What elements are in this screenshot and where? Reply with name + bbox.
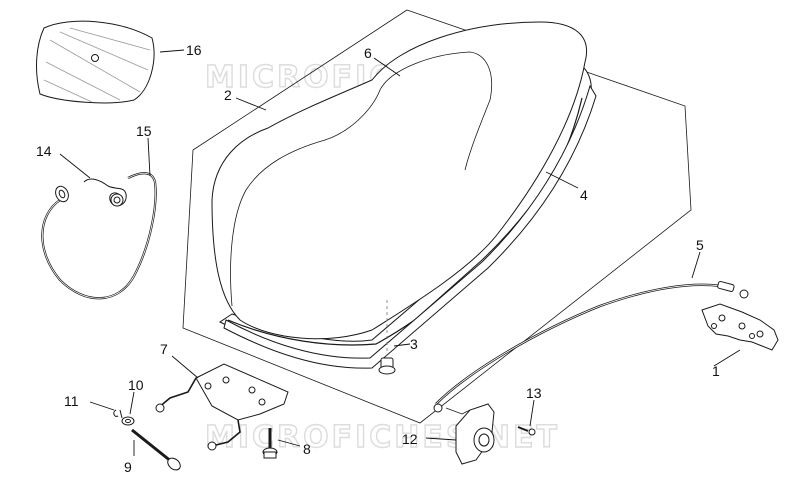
callout-1: 1 (712, 363, 720, 379)
callout-3: 3 (410, 336, 418, 352)
leader-5 (691, 251, 701, 279)
leader-7 (171, 355, 199, 379)
leader-15 (147, 137, 151, 177)
part-1-bracket-plate (701, 303, 779, 351)
part-7-hinge-bracket (155, 363, 289, 451)
callout-9: 9 (124, 459, 132, 475)
part-16-seat-cover (36, 20, 155, 104)
callout-8: 8 (303, 441, 311, 457)
callout-5: 5 (696, 237, 704, 253)
leader-14 (59, 153, 91, 179)
part-12-seat-lock (445, 403, 495, 465)
callout-4: 4 (580, 187, 588, 203)
callout-13: 13 (526, 385, 542, 401)
part-4-seat-rim (223, 84, 597, 369)
part-3-screw (378, 300, 396, 375)
callout-11: 11 (64, 393, 79, 409)
leader-12 (425, 437, 457, 441)
leader-2 (235, 97, 267, 111)
part-15-cable (41, 172, 157, 300)
leader-10 (129, 391, 135, 415)
part-11-clip (113, 409, 123, 419)
callout-15: 15 (136, 123, 152, 139)
callout-14: 14 (36, 143, 52, 159)
part-14-spring-clip (83, 178, 127, 207)
part-13-screw (517, 426, 536, 436)
leader-1 (713, 349, 741, 367)
leader-3 (393, 343, 411, 347)
part-5-release-cable (433, 280, 749, 413)
leader-13 (529, 399, 535, 427)
part-9-pin (131, 428, 181, 471)
callout-12: 12 (402, 431, 418, 447)
watermark-bottom: MICROFICHES.NET (205, 420, 560, 455)
leader-16 (159, 49, 185, 53)
callout-16: 16 (186, 42, 202, 58)
callout-7: 7 (160, 341, 168, 357)
callout-6: 6 (364, 45, 372, 61)
callout-2: 2 (224, 87, 232, 103)
part-8-bolt (262, 428, 278, 459)
leader-4 (545, 171, 579, 189)
leader-8 (277, 439, 301, 447)
callout-10: 10 (128, 377, 144, 393)
seat-assembly-outline (182, 9, 692, 424)
part-10-washer (121, 416, 135, 426)
leader-11 (89, 401, 115, 411)
leader-6 (373, 57, 401, 77)
